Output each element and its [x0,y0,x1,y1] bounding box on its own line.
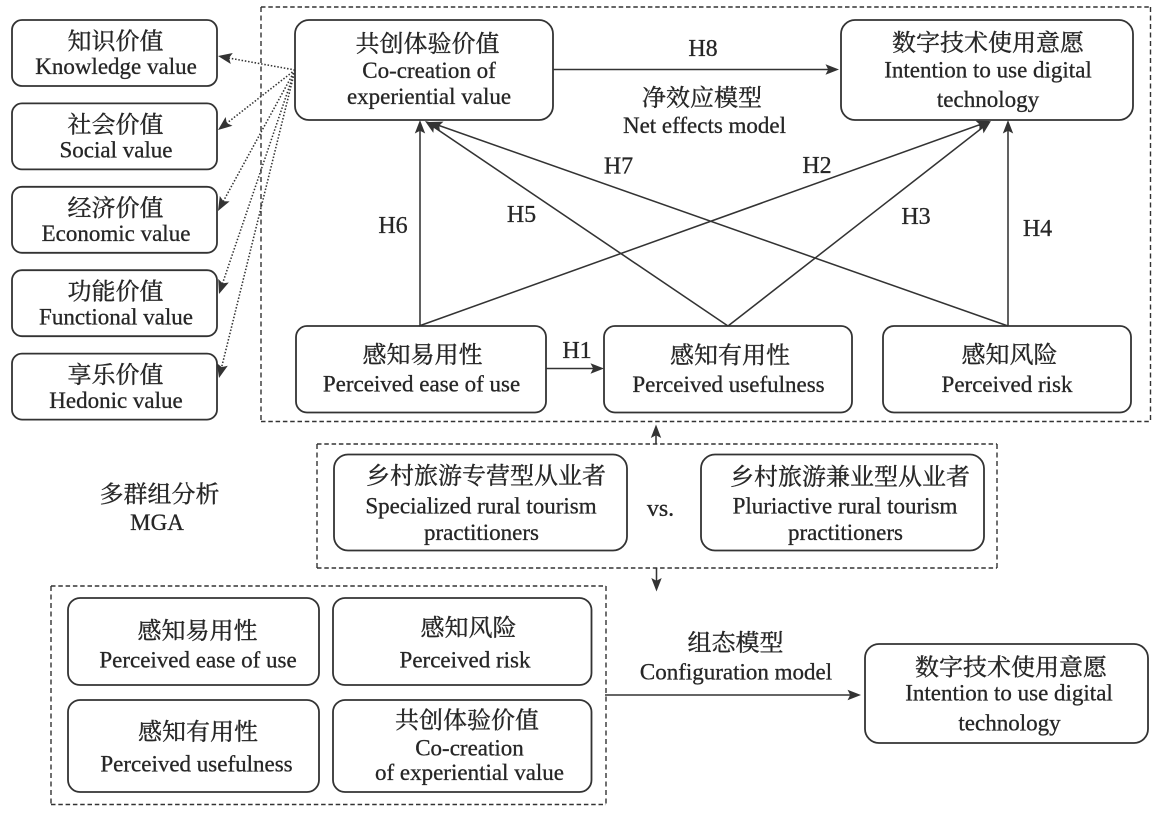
svg-text:H3: H3 [901,204,930,230]
svg-text:Hedonic value: Hedonic value [49,388,182,413]
svg-text:Pluriactive rural tourism: Pluriactive rural tourism [733,494,958,519]
svg-text:vs.: vs. [647,496,674,522]
svg-text:practitioners: practitioners [788,520,903,545]
svg-text:of experiential value: of experiential value [375,760,564,785]
svg-text:Net effects model: Net effects model [623,113,786,138]
svg-text:Perceived ease of use: Perceived ease of use [323,372,520,397]
svg-text:H5: H5 [507,202,536,228]
svg-text:Specialized rural tourism: Specialized rural tourism [365,494,596,519]
svg-text:Perceived usefulness: Perceived usefulness [632,372,824,397]
svg-text:Knowledge value: Knowledge value [35,54,197,79]
svg-text:Intention to use digital: Intention to use digital [905,681,1113,706]
svg-text:technology: technology [958,711,1061,736]
svg-text:technology: technology [937,87,1040,112]
svg-text:Perceived risk: Perceived risk [942,372,1073,397]
svg-text:Social value: Social value [59,138,172,163]
svg-text:Co-creation: Co-creation [415,736,524,761]
svg-text:Intention to use digital: Intention to use digital [884,58,1092,83]
svg-text:MGA: MGA [130,510,184,535]
svg-text:H8: H8 [688,36,717,62]
svg-text:H2: H2 [802,153,831,179]
svg-text:Perceived ease of use: Perceived ease of use [99,648,296,673]
svg-text:Economic value: Economic value [42,221,191,246]
svg-text:experiential value: experiential value [347,84,511,109]
svg-text:Co-creation of: Co-creation of [362,58,496,83]
svg-text:practitioners: practitioners [424,520,539,545]
svg-text:Configuration model: Configuration model [640,660,832,685]
svg-text:Functional value: Functional value [39,304,193,329]
svg-text:H4: H4 [1023,216,1052,242]
svg-text:H7: H7 [604,153,633,179]
svg-text:Perceived risk: Perceived risk [400,648,531,673]
svg-text:Perceived usefulness: Perceived usefulness [100,752,292,777]
svg-text:H1: H1 [562,338,591,364]
svg-text:H6: H6 [378,213,407,239]
